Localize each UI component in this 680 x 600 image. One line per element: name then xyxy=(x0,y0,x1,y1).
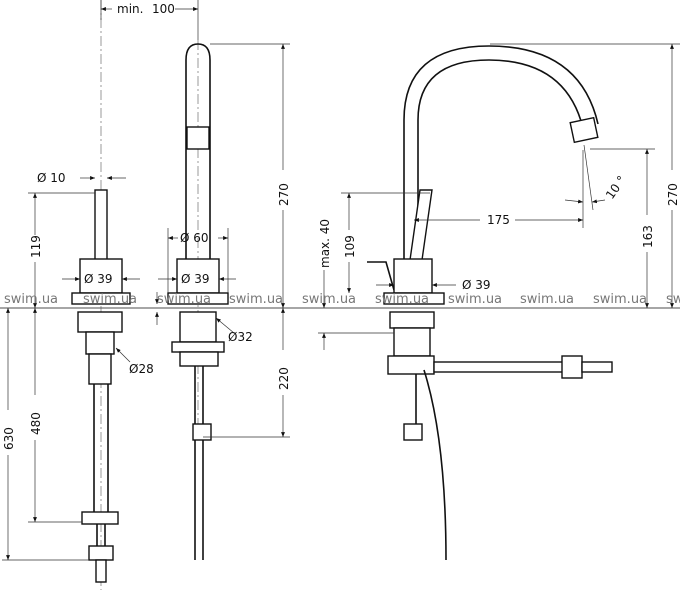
dim-max-40: max. 40 xyxy=(318,219,332,268)
dim-175: 175 xyxy=(487,213,510,227)
watermark-row: swim.ua swim.ua swim.ua swim.ua swim.ua … xyxy=(4,292,680,307)
supply-hose xyxy=(433,361,565,373)
dim-diam-39-spout: Ø 39 xyxy=(181,272,210,286)
dim-480: 480 xyxy=(29,412,43,435)
watermark: swim.ua xyxy=(520,292,574,307)
dim-100: 100 xyxy=(152,2,175,16)
dim-diam-39-front: Ø 39 xyxy=(462,278,491,292)
watermark: swim.ua xyxy=(229,292,283,307)
watermark: swim.ua xyxy=(4,292,58,307)
lever-handle xyxy=(409,189,433,261)
dim-270-side: 270 xyxy=(277,183,291,206)
handle-body xyxy=(79,258,123,294)
dim-109: 109 xyxy=(343,235,357,258)
dim-diam-32: Ø32 xyxy=(228,330,253,344)
watermark: swim.ua xyxy=(302,292,356,307)
dimension-lines xyxy=(2,0,680,561)
handle-valve-view xyxy=(71,0,131,590)
dim-119: 119 xyxy=(29,235,43,258)
watermark: swim.ua xyxy=(666,292,680,307)
dim-diam-60: Ø 60 xyxy=(180,231,209,245)
dim-diam-28: Ø28 xyxy=(129,362,154,376)
dim-270-front: 270 xyxy=(666,183,680,206)
watermark: swim.ua xyxy=(83,292,137,307)
watermark: swim.ua xyxy=(157,292,211,307)
watermark: swim.ua xyxy=(593,292,647,307)
watermark: swim.ua xyxy=(448,292,502,307)
dim-220: 220 xyxy=(277,367,291,390)
watermark: swim.ua xyxy=(375,292,429,307)
handle-stem xyxy=(94,189,108,261)
dim-diam-39-handle: Ø 39 xyxy=(84,272,113,286)
faucet-front-view xyxy=(367,45,613,561)
dim-angle-10: 10 ° xyxy=(603,173,629,202)
dim-163: 163 xyxy=(641,225,655,248)
spout-side-view xyxy=(167,40,229,560)
dim-630: 630 xyxy=(2,427,16,450)
dim-min-label: min. xyxy=(117,2,143,16)
dim-diam-10: Ø 10 xyxy=(37,171,66,185)
